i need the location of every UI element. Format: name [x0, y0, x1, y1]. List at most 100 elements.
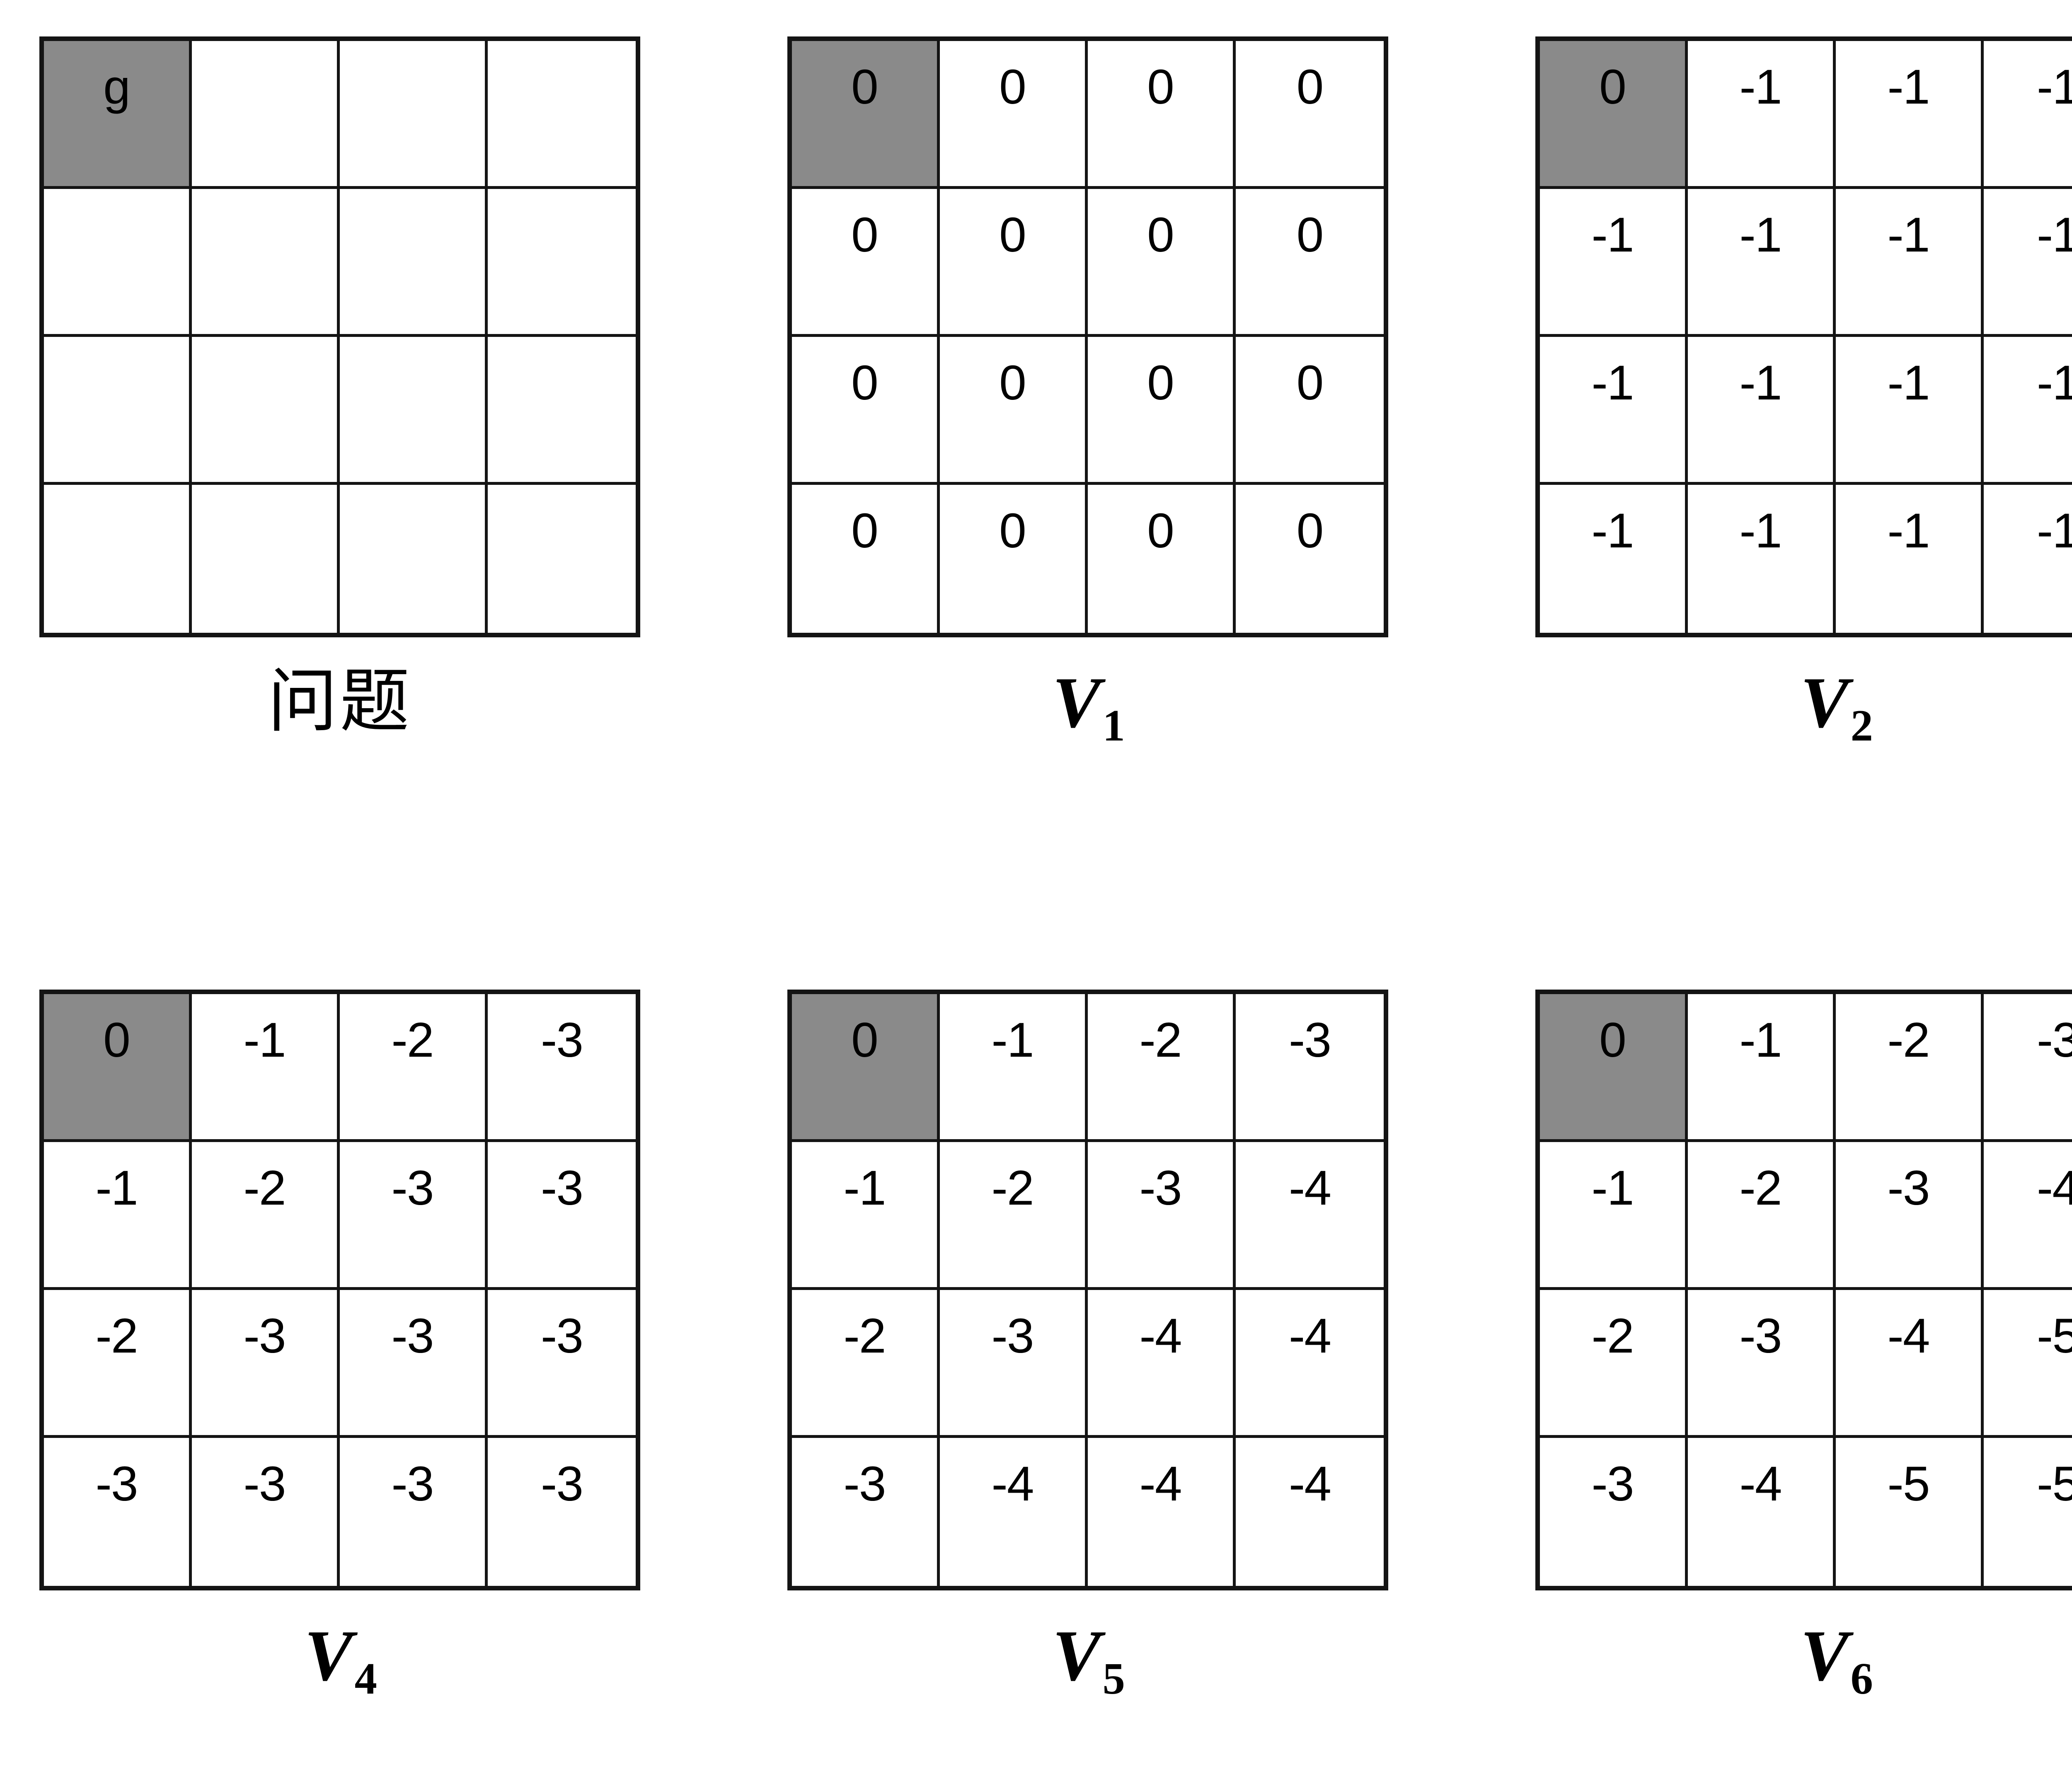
grid-cell: 0 [1088, 485, 1236, 633]
grid-cell: -1 [1688, 189, 1836, 337]
grid-cell: -3 [1688, 1290, 1836, 1438]
grid-cell [340, 337, 488, 485]
grid-cell: -3 [340, 1438, 488, 1586]
grid-cell: 0 [940, 485, 1088, 633]
caption-symbol: V5 [1053, 1619, 1125, 1701]
grid-cell: -3 [488, 994, 636, 1142]
grid-cell: -1 [1836, 337, 1984, 485]
grid-cell: -2 [1088, 994, 1236, 1142]
grid-cell: -2 [940, 1142, 1088, 1290]
grid-cell: g [44, 41, 192, 189]
grid-panel-problem: g 问题 [0, 0, 748, 953]
grid-cell: -4 [1088, 1438, 1236, 1586]
grid-cell: -1 [1984, 41, 2072, 189]
grid-cell [340, 41, 488, 189]
panel-caption-v5: V5 [787, 1619, 1388, 1715]
grid-cell [488, 189, 636, 337]
grid-cell: 0 [44, 994, 192, 1142]
grid-cell [488, 41, 636, 189]
caption-symbol: V4 [305, 1619, 377, 1701]
grid-cell: 0 [1088, 337, 1236, 485]
grid-cell: -3 [340, 1290, 488, 1438]
grid-cell: -3 [1540, 1438, 1688, 1586]
grid-cell: -1 [1540, 1142, 1688, 1290]
grid-cell: -4 [1236, 1142, 1384, 1290]
caption-symbol: V1 [1053, 666, 1125, 748]
grid-cell: 0 [1236, 337, 1384, 485]
grid-cell: 0 [792, 337, 940, 485]
grid-cell: -4 [940, 1438, 1088, 1586]
grid-cell: -1 [1688, 337, 1836, 485]
caption-subscript: 4 [354, 1653, 377, 1704]
grid-cell: -5 [1984, 1438, 2072, 1586]
grid-cell: -1 [44, 1142, 192, 1290]
grid-cell [192, 189, 340, 337]
grid-cell: 0 [792, 485, 940, 633]
grid-cell [340, 189, 488, 337]
grid-cell: -3 [1236, 994, 1384, 1142]
grid-cell: -3 [940, 1290, 1088, 1438]
caption-base: V [1800, 662, 1849, 743]
grid-cell: 0 [1236, 189, 1384, 337]
grid-cell [340, 485, 488, 633]
value-grid-v2: 0-1-1-1-1-1-1-1-1-1-1-1-1-1-1-1 [1535, 36, 2072, 637]
value-grid-v4: 0-1-2-3-1-2-3-3-2-3-3-3-3-3-3-3 [39, 990, 640, 1590]
grid-cell: -3 [488, 1438, 636, 1586]
grid-cell: -3 [792, 1438, 940, 1586]
grid-cell: 0 [792, 41, 940, 189]
grid-cell [488, 337, 636, 485]
grid-cell: -3 [1836, 1142, 1984, 1290]
grid-cell: 0 [792, 189, 940, 337]
value-grid-v6: 0-1-2-3-1-2-3-4-2-3-4-5-3-4-5-5 [1535, 990, 2072, 1590]
grid-cell [44, 337, 192, 485]
grid-cell: 0 [940, 189, 1088, 337]
grid-cell: -3 [488, 1142, 636, 1290]
grid-cell: -5 [1984, 1290, 2072, 1438]
grid-cell: -1 [1984, 337, 2072, 485]
caption-subscript: 2 [1850, 700, 1873, 750]
caption-symbol: V6 [1801, 1619, 1873, 1701]
grid-cell: -3 [44, 1438, 192, 1586]
grid-cell: 0 [940, 41, 1088, 189]
grid-cell: -4 [1984, 1142, 2072, 1290]
grid-cell [44, 189, 192, 337]
grid-cell: -2 [44, 1290, 192, 1438]
grid-cell [192, 485, 340, 633]
grid-cell: -5 [1836, 1438, 1984, 1586]
panel-caption-v1: V1 [787, 666, 1388, 762]
grid-cell: -1 [1688, 485, 1836, 633]
grid-cell: -1 [1540, 189, 1688, 337]
caption-symbol: V2 [1801, 666, 1873, 748]
grid-cell: -1 [192, 994, 340, 1142]
grid-cell: 0 [1088, 189, 1236, 337]
grid-cell: -3 [192, 1290, 340, 1438]
grid-cell: -1 [1540, 337, 1688, 485]
grid-cell: -2 [1688, 1142, 1836, 1290]
grid-cell: -1 [1984, 485, 2072, 633]
grid-cell: -3 [488, 1290, 636, 1438]
grid-cell: -1 [1836, 41, 1984, 189]
grid-cell [192, 41, 340, 189]
value-grid-v5: 0-1-2-3-1-2-3-4-2-3-4-4-3-4-4-4 [787, 990, 1388, 1590]
panel-caption-v2: V2 [1535, 666, 2072, 762]
grid-cell: -2 [1836, 994, 1984, 1142]
grid-cell: -3 [1984, 994, 2072, 1142]
grid-cell: 0 [792, 994, 940, 1142]
grid-cell: 0 [1236, 485, 1384, 633]
grid-cell: -1 [1540, 485, 1688, 633]
panel-caption-problem: 问题 [39, 666, 640, 762]
caption-base: V [304, 1615, 353, 1696]
caption-subscript: 1 [1102, 700, 1125, 750]
caption-base: V [1800, 1615, 1849, 1696]
grid-cell: -4 [1836, 1290, 1984, 1438]
grid-cell [488, 485, 636, 633]
grid-cell: -4 [1688, 1438, 1836, 1586]
grid-cell: -3 [192, 1438, 340, 1586]
